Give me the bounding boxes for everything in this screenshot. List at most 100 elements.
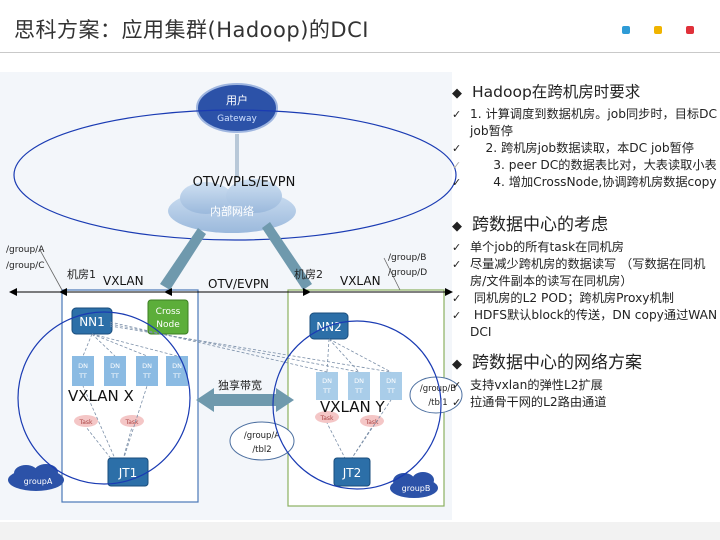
group-b-d-tag: /group/B /group/D <box>383 253 427 291</box>
list-item: ✓ 2. 跨机房job数据读取，本DC job暂停 <box>452 141 694 155</box>
jt1-node: JT1 <box>107 457 149 487</box>
check-icon: ✓ <box>452 309 462 322</box>
list-item: ✓ 同机房的L2 POD；跨机房Proxy机制 <box>452 291 674 305</box>
dashed-connectors <box>82 321 392 471</box>
otv-evpn-label: OTV/EVPN <box>208 277 269 291</box>
dedicated-bandwidth-arrow: 独享带宽 <box>196 378 294 412</box>
slide-title: 思科方案：应用集群(Hadoop)的DCI <box>14 18 369 42</box>
overlay-boundary-ellipse <box>13 109 457 241</box>
svg-text:TT: TT <box>354 387 363 395</box>
check-icon: ✓ <box>452 176 462 189</box>
check-icon: ✓ <box>452 396 462 409</box>
list-item: ✓支持vxlan的弹性L2扩展 <box>452 378 603 392</box>
svg-text:/tbl1: /tbl1 <box>428 398 447 408</box>
vxlan-x-label: VXLAN X <box>68 387 134 405</box>
check-icon: ✓ <box>452 142 462 155</box>
list-item: ✓ HDFS默认block的传送，DN copy通过WAN DCI <box>452 308 718 339</box>
svg-text:DN: DN <box>354 377 364 385</box>
svg-text:DN: DN <box>386 377 396 385</box>
list-item: ✓单个job的所有task在同机房 <box>452 240 624 254</box>
user-gateway-node: 用户 Gateway <box>196 83 278 133</box>
svg-text:Task: Task <box>125 419 139 426</box>
group-b-tbl1-tag: /group/B /tbl1 <box>409 376 463 414</box>
title-divider <box>0 52 720 53</box>
cloud-to-room1-link <box>160 228 206 290</box>
check-icon: ✓ <box>452 292 462 305</box>
svg-text:NN1: NN1 <box>79 315 105 329</box>
dn-boxes-room2: DN TT DN TT DN TT <box>316 372 402 400</box>
check-icon: ✓ <box>452 108 462 121</box>
svg-text:TT: TT <box>386 387 395 395</box>
accent-dots <box>622 26 694 34</box>
room1-label: 机房1 <box>67 267 96 281</box>
svg-text:TT: TT <box>322 387 331 395</box>
svg-text:/group/B: /group/B <box>420 384 456 394</box>
list-item: ✓尽量减少跨机房的数据读写 （写数据在同机房/文件副本的读写在同机房） <box>452 257 706 288</box>
svg-text:/group/A: /group/A <box>6 245 45 255</box>
svg-text:Node: Node <box>156 320 180 330</box>
svg-text:Cross: Cross <box>156 307 181 317</box>
svg-text:TT: TT <box>110 372 119 380</box>
svg-text:/group/C: /group/C <box>6 261 45 271</box>
section2-heading: ◆ 跨数据中心的考虑 <box>452 215 608 235</box>
vxlan-y-circle <box>272 320 442 490</box>
svg-text:/tbl2: /tbl2 <box>252 445 271 455</box>
check-icon: ✓ <box>452 241 462 254</box>
jt2-node: JT2 <box>333 457 371 487</box>
cloud-to-room2-link <box>262 222 312 290</box>
vxlan-x-circle <box>17 311 191 485</box>
red-dot <box>686 26 694 34</box>
svg-text:独享带宽: 独享带宽 <box>218 378 262 392</box>
check-icon: ✓ <box>452 159 462 172</box>
svg-text:Task: Task <box>320 415 334 422</box>
svg-text:Task: Task <box>365 419 379 426</box>
task-ellipses: Task Task Task Task <box>74 411 384 427</box>
svg-text:NN2: NN2 <box>316 320 342 334</box>
svg-text:JT2: JT2 <box>342 466 362 480</box>
group-a-cloud: groupA <box>8 464 64 491</box>
gateway-label: Gateway <box>217 114 257 124</box>
svg-text:TT: TT <box>142 372 151 380</box>
user-label: 用户 <box>226 93 248 107</box>
svg-text:DN: DN <box>322 377 332 385</box>
svg-text:TT: TT <box>172 372 181 380</box>
svg-text:/group/A: /group/A <box>244 431 280 441</box>
cross-node: Cross Node <box>147 299 189 335</box>
list-item: ✓拉通骨干网的L2路由通道 <box>452 395 607 409</box>
svg-text:groupA: groupA <box>24 477 53 486</box>
svg-text:DN: DN <box>78 362 88 370</box>
vxlan-right-label: VXLAN <box>340 274 381 288</box>
blue-dot <box>622 26 630 34</box>
svg-text:DN: DN <box>110 362 120 370</box>
section1-heading: ◆ Hadoop在跨机房时要求 <box>452 83 641 102</box>
check-icon: ✓ <box>452 258 462 271</box>
diamond-bullet-icon: ◆ <box>452 219 462 234</box>
vxlan-left-label: VXLAN <box>103 274 144 288</box>
yellow-dot <box>654 26 662 34</box>
svg-text:DN: DN <box>142 362 152 370</box>
otv-vpls-evpn-label: OTV/VPLS/EVPN <box>193 175 296 190</box>
svg-text:DN: DN <box>172 362 182 370</box>
group-a-c-tag: /group/A /group/C <box>6 245 63 291</box>
list-item: ✓ 3. peer DC的数据表比对，大表读取小表 <box>452 158 717 172</box>
svg-text:JT1: JT1 <box>118 466 138 480</box>
svg-text:/group/D: /group/D <box>388 268 427 278</box>
vxlan-y-label: VXLAN Y <box>320 398 385 416</box>
svg-text:TT: TT <box>78 372 87 380</box>
section3-heading: ◆ 跨数据中心的网络方案 <box>452 353 642 373</box>
list-item: ✓1. 计算调度到数据机房。job同步时，目标DC job暂停 <box>452 107 717 138</box>
diamond-bullet-icon: ◆ <box>452 357 462 372</box>
svg-text:/group/B: /group/B <box>388 253 426 263</box>
group-a-tbl2-tag: /group/A /tbl2 <box>229 421 295 461</box>
footer-bar <box>0 522 720 540</box>
internal-network-cloud: 内部网络 <box>168 179 296 233</box>
room2-label: 机房2 <box>294 267 323 281</box>
svg-text:groupB: groupB <box>402 484 431 493</box>
requirements-panel: ◆ Hadoop在跨机房时要求 ✓1. 计算调度到数据机房。job同步时，目标D… <box>452 84 718 411</box>
svg-text:Task: Task <box>79 419 93 426</box>
internal-net-label: 内部网络 <box>210 204 254 218</box>
diamond-bullet-icon: ◆ <box>452 86 462 101</box>
group-b-cloud: groupB <box>390 472 438 498</box>
check-icon: ✓ <box>452 379 462 392</box>
